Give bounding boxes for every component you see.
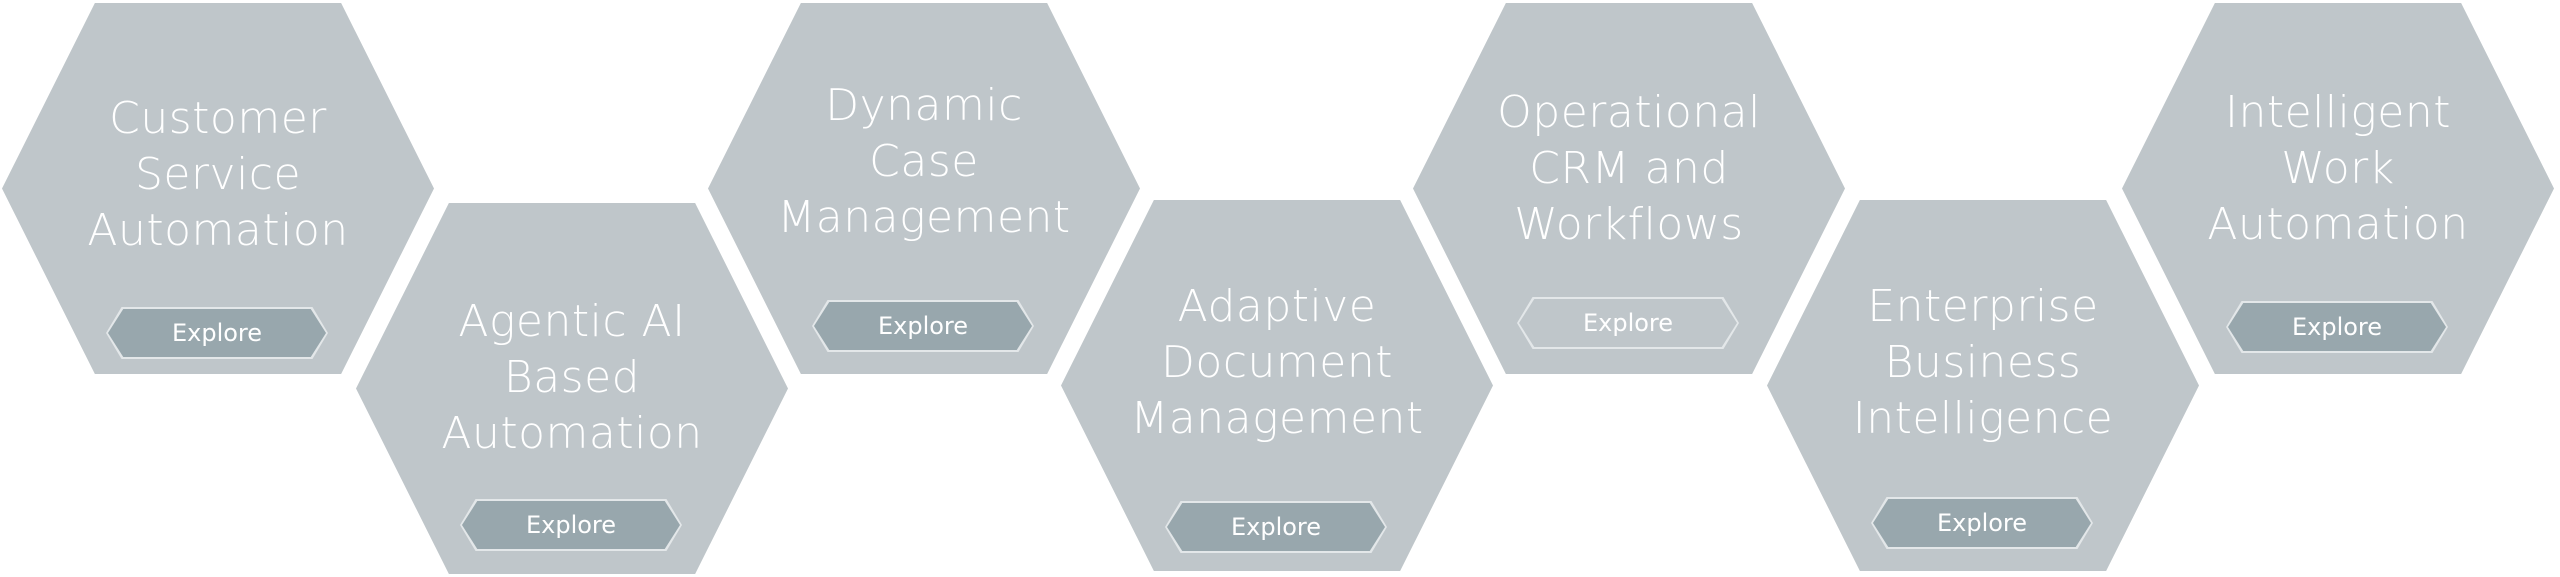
card-title-line: Business (1884, 337, 2082, 388)
card-title-line: Automation (441, 408, 703, 459)
card-title-line: Adaptive (1177, 281, 1377, 332)
card-title-line: Customer (109, 93, 327, 144)
card-title-line: Management (777, 192, 1071, 243)
card-title-line: Dynamic (825, 80, 1023, 131)
card-title-line: Intelligence (1852, 393, 2114, 444)
card-title-line: CRM and (1529, 143, 1729, 194)
card-title-line: Enterprise (1867, 281, 2099, 332)
card-title: Dynamic Case Management (768, 78, 1080, 246)
card-title-line: Agentic AI (458, 296, 686, 347)
card-title: Enterprise Business Intelligence (1827, 279, 2139, 447)
explore-button-label: Explore (1230, 513, 1322, 541)
card-title: Customer Service Automation (62, 91, 374, 259)
card-title-line: Service (134, 149, 302, 200)
card-title-line: Case (869, 136, 979, 187)
button-fill (2228, 303, 2446, 351)
card-title: Adaptive Document Management (1121, 279, 1433, 447)
button-fill (1519, 299, 1737, 347)
explore-button[interactable]: Explore (460, 499, 682, 551)
explore-button[interactable]: Explore (1165, 501, 1387, 553)
card-operational-crm-and-workflows: Operational CRM and Workflows Explore (1413, 3, 1845, 374)
card-intelligent-work-automation: Intelligent Work Automation Explore (2122, 3, 2554, 374)
card-title-line: Automation (87, 205, 349, 256)
card-title-line: Based (503, 352, 641, 403)
card-agentic-ai-based-automation: Agentic AI Based Automation Explore (356, 203, 788, 574)
card-title-line: Automation (2207, 199, 2469, 250)
explore-button[interactable]: Explore (1871, 497, 2093, 549)
explore-button-label: Explore (1936, 509, 2028, 537)
explore-button[interactable]: Explore (2226, 301, 2448, 353)
explore-button[interactable]: Explore (812, 300, 1034, 352)
explore-button[interactable]: Explore (106, 307, 328, 359)
button-fill (814, 302, 1032, 350)
card-title-line: Operational (1497, 87, 1761, 138)
card-enterprise-business-intelligence: Enterprise Business Intelligence Explore (1767, 200, 2199, 571)
explore-button-label: Explore (1582, 309, 1674, 337)
card-title-line: Management (1130, 393, 1424, 444)
button-fill (108, 309, 326, 357)
card-title: Operational CRM and Workflows (1473, 85, 1785, 253)
card-title: Agentic AI Based Automation (416, 294, 728, 462)
card-title-line: Work (2281, 143, 2395, 194)
card-dynamic-case-management: Dynamic Case Management Explore (708, 3, 1140, 374)
card-title: Intelligent Work Automation (2182, 85, 2494, 253)
button-fill (462, 501, 680, 549)
card-adaptive-document-management: Adaptive Document Management Explore (1061, 200, 1493, 571)
explore-button[interactable]: Explore (1517, 297, 1739, 349)
explore-button-label: Explore (525, 511, 617, 539)
button-fill (1167, 503, 1385, 551)
card-customer-service-automation: Customer Service Automation Explore (2, 3, 434, 374)
card-title-line: Workflows (1514, 199, 1744, 250)
explore-button-label: Explore (2291, 313, 2383, 341)
explore-button-label: Explore (171, 319, 263, 347)
explore-button-label: Explore (877, 312, 969, 340)
card-title-line: Document (1161, 337, 1393, 388)
card-title-line: Intelligent (2225, 87, 2451, 138)
button-fill (1873, 499, 2091, 547)
